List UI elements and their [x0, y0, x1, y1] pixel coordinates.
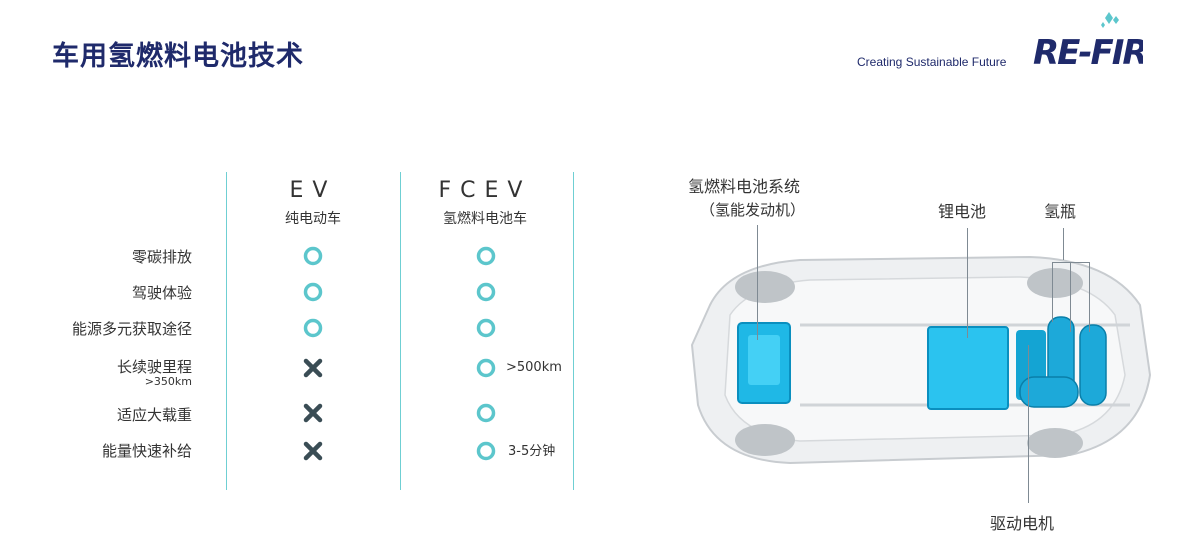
column-subheader-ev: 纯电动车: [285, 211, 341, 227]
car-chassis-illustration: [690, 255, 1152, 465]
ev-cross-mark: [303, 403, 323, 423]
row-label: 驾驶体验: [131, 284, 192, 302]
fcev-circle-mark: [476, 318, 496, 338]
callout-line: [1052, 262, 1053, 322]
callout-line: [757, 225, 758, 340]
fcev-circle-mark: [476, 358, 496, 378]
callout-line: [1063, 228, 1064, 260]
table-divider: [573, 172, 574, 490]
callout-fuel-cell-system-sub: （氢能发动机）: [700, 201, 806, 219]
callout-line: [1028, 345, 1029, 503]
column-header-ev: EV: [289, 178, 337, 203]
column-subheader-fcev: 氢燃料电池车: [443, 211, 527, 227]
ev-cross-mark: [303, 441, 323, 461]
ev-circle-mark: [303, 282, 323, 302]
fcev-circle-mark: [476, 282, 496, 302]
ev-cross-mark: [303, 358, 323, 378]
tagline: Creating Sustainable Future: [857, 55, 1007, 69]
logo-text: RE-FIRE: [1033, 33, 1143, 70]
row-label: 适应大载重: [116, 406, 192, 424]
flame-leaf-icon: [1101, 12, 1119, 28]
ev-circle-mark: [303, 318, 323, 338]
row-sublabel: >350km: [144, 375, 192, 388]
row-label: 能源多元获取途径: [71, 320, 192, 338]
fcev-circle-mark: [476, 246, 496, 266]
hydrogen-tank: [1079, 324, 1107, 406]
callout-line: [1052, 262, 1090, 263]
page-title: 车用氢燃料电池技术: [52, 41, 304, 72]
fcev-circle-mark: [476, 403, 496, 423]
column-header-fcev: FCEV: [438, 178, 532, 203]
row-label: 能量快速补给: [101, 442, 192, 460]
refire-logo: RE-FIRE: [1033, 12, 1143, 70]
fcev-note: 3-5分钟: [508, 444, 556, 459]
callout-line: [1089, 262, 1090, 332]
battery-block: [927, 326, 1009, 410]
fcev-circle-mark: [476, 441, 496, 461]
table-divider: [400, 172, 401, 490]
callout-line: [967, 228, 968, 338]
ev-circle-mark: [303, 246, 323, 266]
callout-hydrogen-tank: 氢瓶: [1044, 202, 1077, 221]
table-divider: [226, 172, 227, 490]
callout-battery: 锂电池: [938, 202, 987, 221]
callout-drive-motor: 驱动电机: [990, 514, 1055, 533]
row-label: 长续驶里程: [116, 358, 192, 376]
fcev-note: >500km: [506, 360, 562, 375]
callout-line: [1070, 262, 1071, 332]
hydrogen-tank: [1019, 376, 1079, 408]
row-label: 零碳排放: [131, 248, 192, 266]
callout-fuel-cell-system: 氢燃料电池系统: [688, 177, 801, 196]
